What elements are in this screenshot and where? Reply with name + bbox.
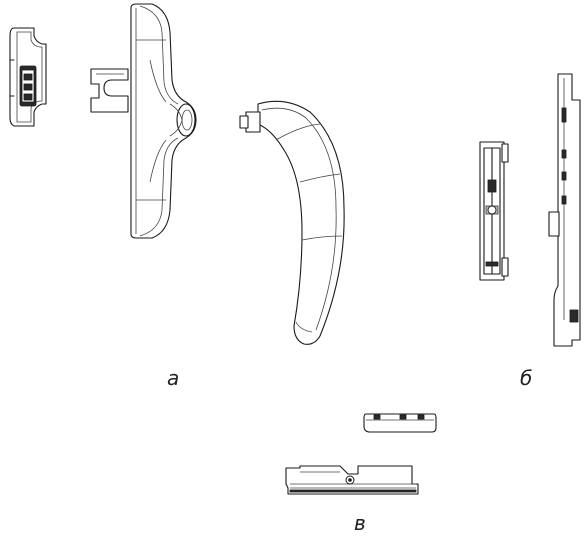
label-v: в: [354, 511, 366, 535]
small-horizontal-bar: [363, 413, 437, 433]
long-horizontal-bar: [285, 465, 419, 495]
group-b: [479, 73, 581, 347]
short-vertical-plate: [479, 141, 509, 281]
group-v: [285, 413, 437, 495]
label-b: б: [520, 366, 533, 390]
long-vertical-lock-strip: [548, 73, 581, 347]
rosette-cover-front-view: [9, 27, 47, 127]
handle-base-side-view: [130, 3, 197, 239]
group-a: [9, 3, 345, 345]
spindle-fork-plate: [90, 68, 129, 113]
curved-lever-handle: [239, 100, 345, 345]
label-a: а: [167, 366, 180, 390]
